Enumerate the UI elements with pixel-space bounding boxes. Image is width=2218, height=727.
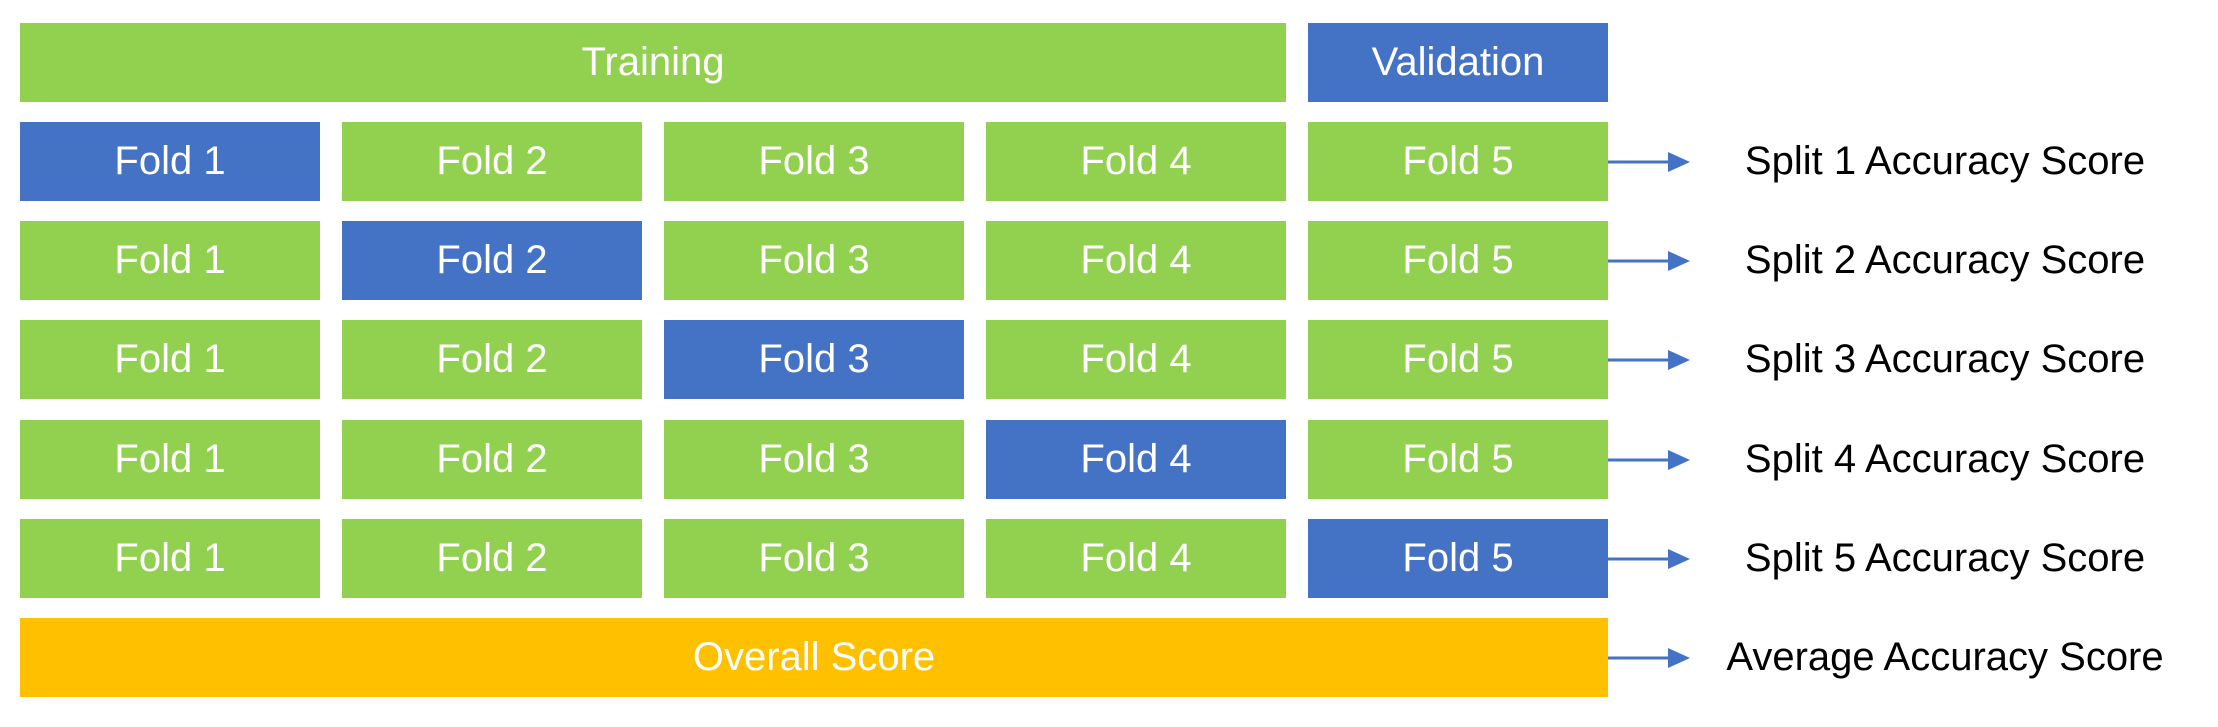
fold-label: Fold 1	[114, 139, 226, 183]
fold-label: Fold 2	[436, 139, 548, 183]
fold-cell-training: Fold 3	[664, 221, 964, 300]
fold-cell-training: Fold 4	[986, 221, 1286, 300]
training-header: Training	[20, 23, 1286, 102]
arrow-right-icon	[1608, 152, 1690, 172]
fold-label: Fold 5	[1402, 139, 1514, 183]
fold-cell-validation: Fold 1	[20, 122, 320, 201]
fold-cell-training: Fold 2	[342, 420, 642, 499]
fold-cell-validation: Fold 3	[664, 320, 964, 399]
overall-score-bar: Overall Score	[20, 618, 1608, 697]
fold-cell-training: Fold 2	[342, 122, 642, 201]
fold-cell-training: Fold 2	[342, 519, 642, 598]
fold-label: Fold 3	[758, 238, 870, 282]
validation-header: Validation	[1308, 23, 1608, 102]
fold-cell-training: Fold 5	[1308, 221, 1608, 300]
fold-label: Fold 2	[436, 337, 548, 381]
fold-cell-training: Fold 5	[1308, 122, 1608, 201]
training-label: Training	[581, 40, 725, 84]
fold-label: Fold 5	[1402, 437, 1514, 481]
arrow-right-icon	[1608, 549, 1690, 569]
fold-label: Fold 1	[114, 337, 226, 381]
arrow-right-icon	[1608, 450, 1690, 470]
fold-cell-training: Fold 1	[20, 519, 320, 598]
arrow-right-icon	[1608, 648, 1690, 668]
fold-label: Fold 3	[758, 536, 870, 580]
fold-cell-validation: Fold 2	[342, 221, 642, 300]
overall-score-label: Overall Score	[692, 635, 936, 679]
fold-label: Fold 3	[758, 437, 870, 481]
fold-cell-training: Fold 3	[664, 519, 964, 598]
average-score-label: Average Accuracy Score	[1726, 635, 2164, 679]
fold-cell-training: Fold 1	[20, 320, 320, 399]
fold-label: Fold 4	[1080, 536, 1192, 580]
validation-label: Validation	[1371, 40, 1545, 84]
split-score-label: Split 3 Accuracy Score	[1744, 337, 2146, 381]
fold-cell-validation: Fold 5	[1308, 519, 1608, 598]
split-score-label: Split 5 Accuracy Score	[1744, 536, 2146, 580]
fold-cell-training: Fold 4	[986, 519, 1286, 598]
fold-label: Fold 4	[1080, 238, 1192, 282]
fold-cell-training: Fold 5	[1308, 420, 1608, 499]
fold-label: Fold 4	[1080, 437, 1192, 481]
fold-label: Fold 2	[436, 238, 548, 282]
fold-label: Fold 3	[758, 337, 870, 381]
fold-label: Fold 5	[1402, 536, 1514, 580]
fold-label: Fold 1	[114, 536, 226, 580]
fold-label: Fold 4	[1080, 337, 1192, 381]
fold-cell-training: Fold 5	[1308, 320, 1608, 399]
fold-label: Fold 2	[436, 437, 548, 481]
fold-label: Fold 5	[1402, 238, 1514, 282]
fold-cell-validation: Fold 4	[986, 420, 1286, 499]
fold-label: Fold 4	[1080, 139, 1192, 183]
fold-label: Fold 3	[758, 139, 870, 183]
fold-label: Fold 1	[114, 238, 226, 282]
fold-cell-training: Fold 2	[342, 320, 642, 399]
fold-label: Fold 1	[114, 437, 226, 481]
fold-label: Fold 5	[1402, 337, 1514, 381]
fold-cell-training: Fold 1	[20, 221, 320, 300]
split-score-label: Split 2 Accuracy Score	[1744, 238, 2146, 282]
fold-label: Fold 2	[436, 536, 548, 580]
fold-cell-training: Fold 3	[664, 420, 964, 499]
fold-cell-training: Fold 4	[986, 122, 1286, 201]
split-score-label: Split 4 Accuracy Score	[1744, 437, 2146, 481]
arrow-right-icon	[1608, 350, 1690, 370]
fold-cell-training: Fold 1	[20, 420, 320, 499]
split-score-label: Split 1 Accuracy Score	[1744, 139, 2146, 183]
fold-cell-training: Fold 3	[664, 122, 964, 201]
arrow-right-icon	[1608, 251, 1690, 271]
fold-cell-training: Fold 4	[986, 320, 1286, 399]
